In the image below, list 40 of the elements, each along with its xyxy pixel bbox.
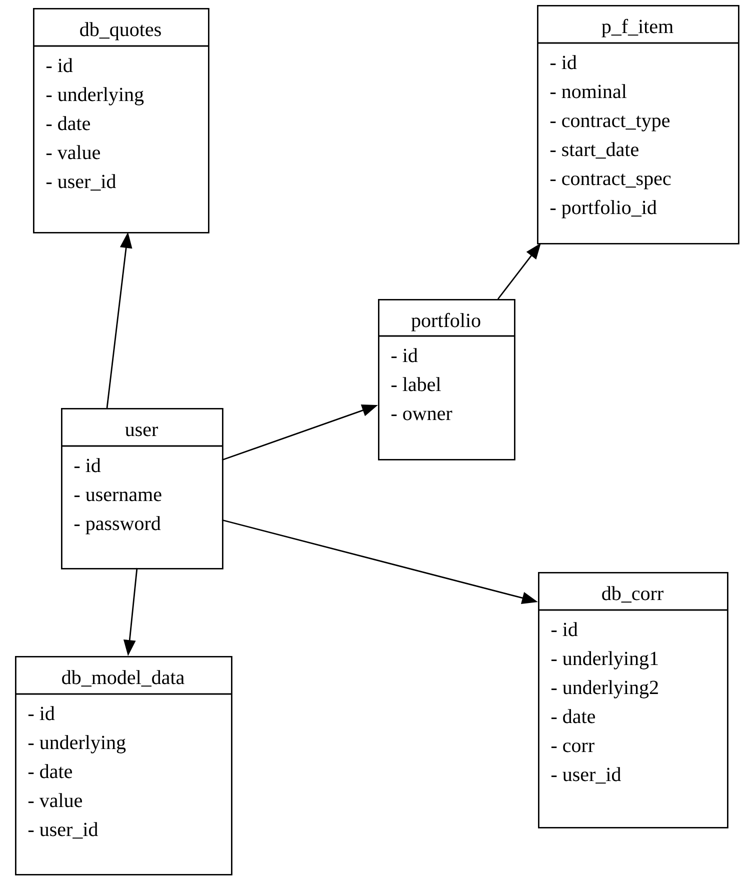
- field-name: - value: [46, 145, 100, 160]
- table-box: [378, 299, 516, 460]
- field-name: - date: [46, 116, 90, 130]
- field-name: - value: [28, 793, 82, 808]
- field-name: - underlying1: [551, 651, 658, 670]
- table-title: db_quotes: [80, 22, 161, 40]
- table-box: [33, 8, 210, 234]
- field-name: - id: [46, 58, 73, 72]
- field-name: - id: [391, 348, 418, 362]
- field-name: - contract_spec: [550, 174, 671, 190]
- field-name: - user_id: [551, 767, 621, 784]
- field-name: - username: [74, 492, 162, 502]
- field-name: - corr: [551, 742, 594, 752]
- field-name: - id: [28, 706, 55, 720]
- table-box: [15, 656, 232, 876]
- field-name: - user_id: [28, 822, 98, 839]
- table-box: [538, 572, 728, 828]
- field-name: - id: [74, 458, 101, 472]
- table-title: db_model_data: [62, 670, 184, 687]
- field-name: - user_id: [46, 174, 116, 191]
- field-name: - id: [550, 55, 577, 70]
- field-name: - underlying2: [551, 680, 658, 698]
- field-name: - portfolio_id: [550, 200, 657, 218]
- field-name: - contract_type: [550, 116, 670, 132]
- field-name: - date: [551, 709, 595, 724]
- field-name: - id: [551, 622, 578, 636]
- table-title: db_corr: [602, 586, 664, 603]
- field-name: - underlying: [46, 87, 144, 106]
- field-name: - date: [28, 764, 72, 778]
- field-name: - owner: [391, 410, 452, 420]
- table-box: [537, 5, 740, 244]
- table-box: [61, 408, 224, 570]
- field-name: - label: [391, 377, 441, 392]
- field-name: - underlying: [28, 735, 126, 754]
- table-title: portfolio: [411, 312, 480, 332]
- table-title: user: [125, 426, 158, 436]
- field-name: - nominal: [550, 84, 627, 98]
- field-name: - start_date: [550, 142, 638, 159]
- table-title: p_f_item: [602, 18, 674, 38]
- field-name: - password: [74, 516, 161, 534]
